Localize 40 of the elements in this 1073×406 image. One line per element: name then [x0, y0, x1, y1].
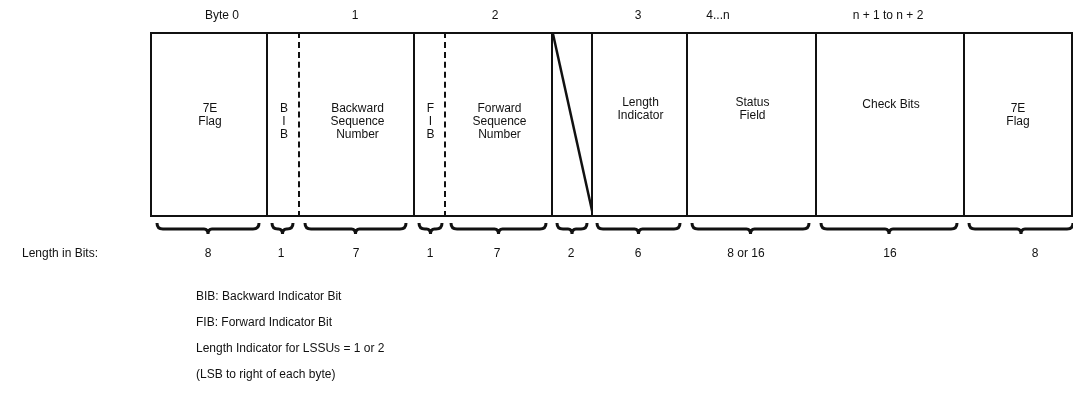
- packet-field: [298, 32, 415, 217]
- bit-length: 1: [277, 246, 285, 260]
- bit-length: 8: [1031, 246, 1039, 260]
- packet-field: [963, 32, 1073, 217]
- bit-length: 2: [567, 246, 575, 260]
- note: BIB: Backward Indicator Bit: [196, 289, 342, 303]
- field-label: Backward Sequence Number: [329, 102, 386, 141]
- packet-field: [591, 32, 688, 217]
- byte-number: 1: [351, 8, 359, 22]
- byte-number: n + 1 to n + 2: [852, 8, 924, 22]
- bit-length: 8: [204, 246, 212, 260]
- packet-field: [815, 32, 965, 217]
- packet-field: [266, 32, 300, 217]
- bit-length: 7: [352, 246, 360, 260]
- row-label: Length in Bits:: [21, 246, 99, 260]
- packet-field: [413, 32, 446, 217]
- note: Length Indicator for LSSUs = 1 or 2: [196, 341, 385, 355]
- field-label: B I B: [280, 102, 288, 141]
- spare-field: [551, 32, 593, 217]
- bit-length: 6: [634, 246, 642, 260]
- field-label: Forward Sequence Number: [471, 102, 528, 141]
- field-label: Status Field: [734, 96, 771, 122]
- field-label: Length Indicator: [616, 96, 665, 122]
- packet-field: [686, 32, 817, 217]
- byte-number: 4...n: [706, 8, 730, 22]
- byte-number: 2: [491, 8, 499, 22]
- packet-field: [150, 32, 268, 217]
- bit-length: 8 or 16: [727, 246, 765, 260]
- note: FIB: Forward Indicator Bit: [196, 315, 333, 329]
- bit-length: 16: [883, 246, 897, 260]
- field-label: Check Bits: [861, 98, 921, 111]
- packet-field: [444, 32, 553, 217]
- byte-number: 3: [634, 8, 642, 22]
- bit-length: 7: [493, 246, 501, 260]
- field-label: 7E Flag: [197, 102, 223, 128]
- byte-number: Byte 0: [205, 8, 239, 22]
- bit-length: 1: [426, 246, 434, 260]
- field-label: 7E Flag: [1005, 102, 1031, 128]
- field-label: F I B: [426, 102, 435, 141]
- note: (LSB to right of each byte): [196, 367, 336, 381]
